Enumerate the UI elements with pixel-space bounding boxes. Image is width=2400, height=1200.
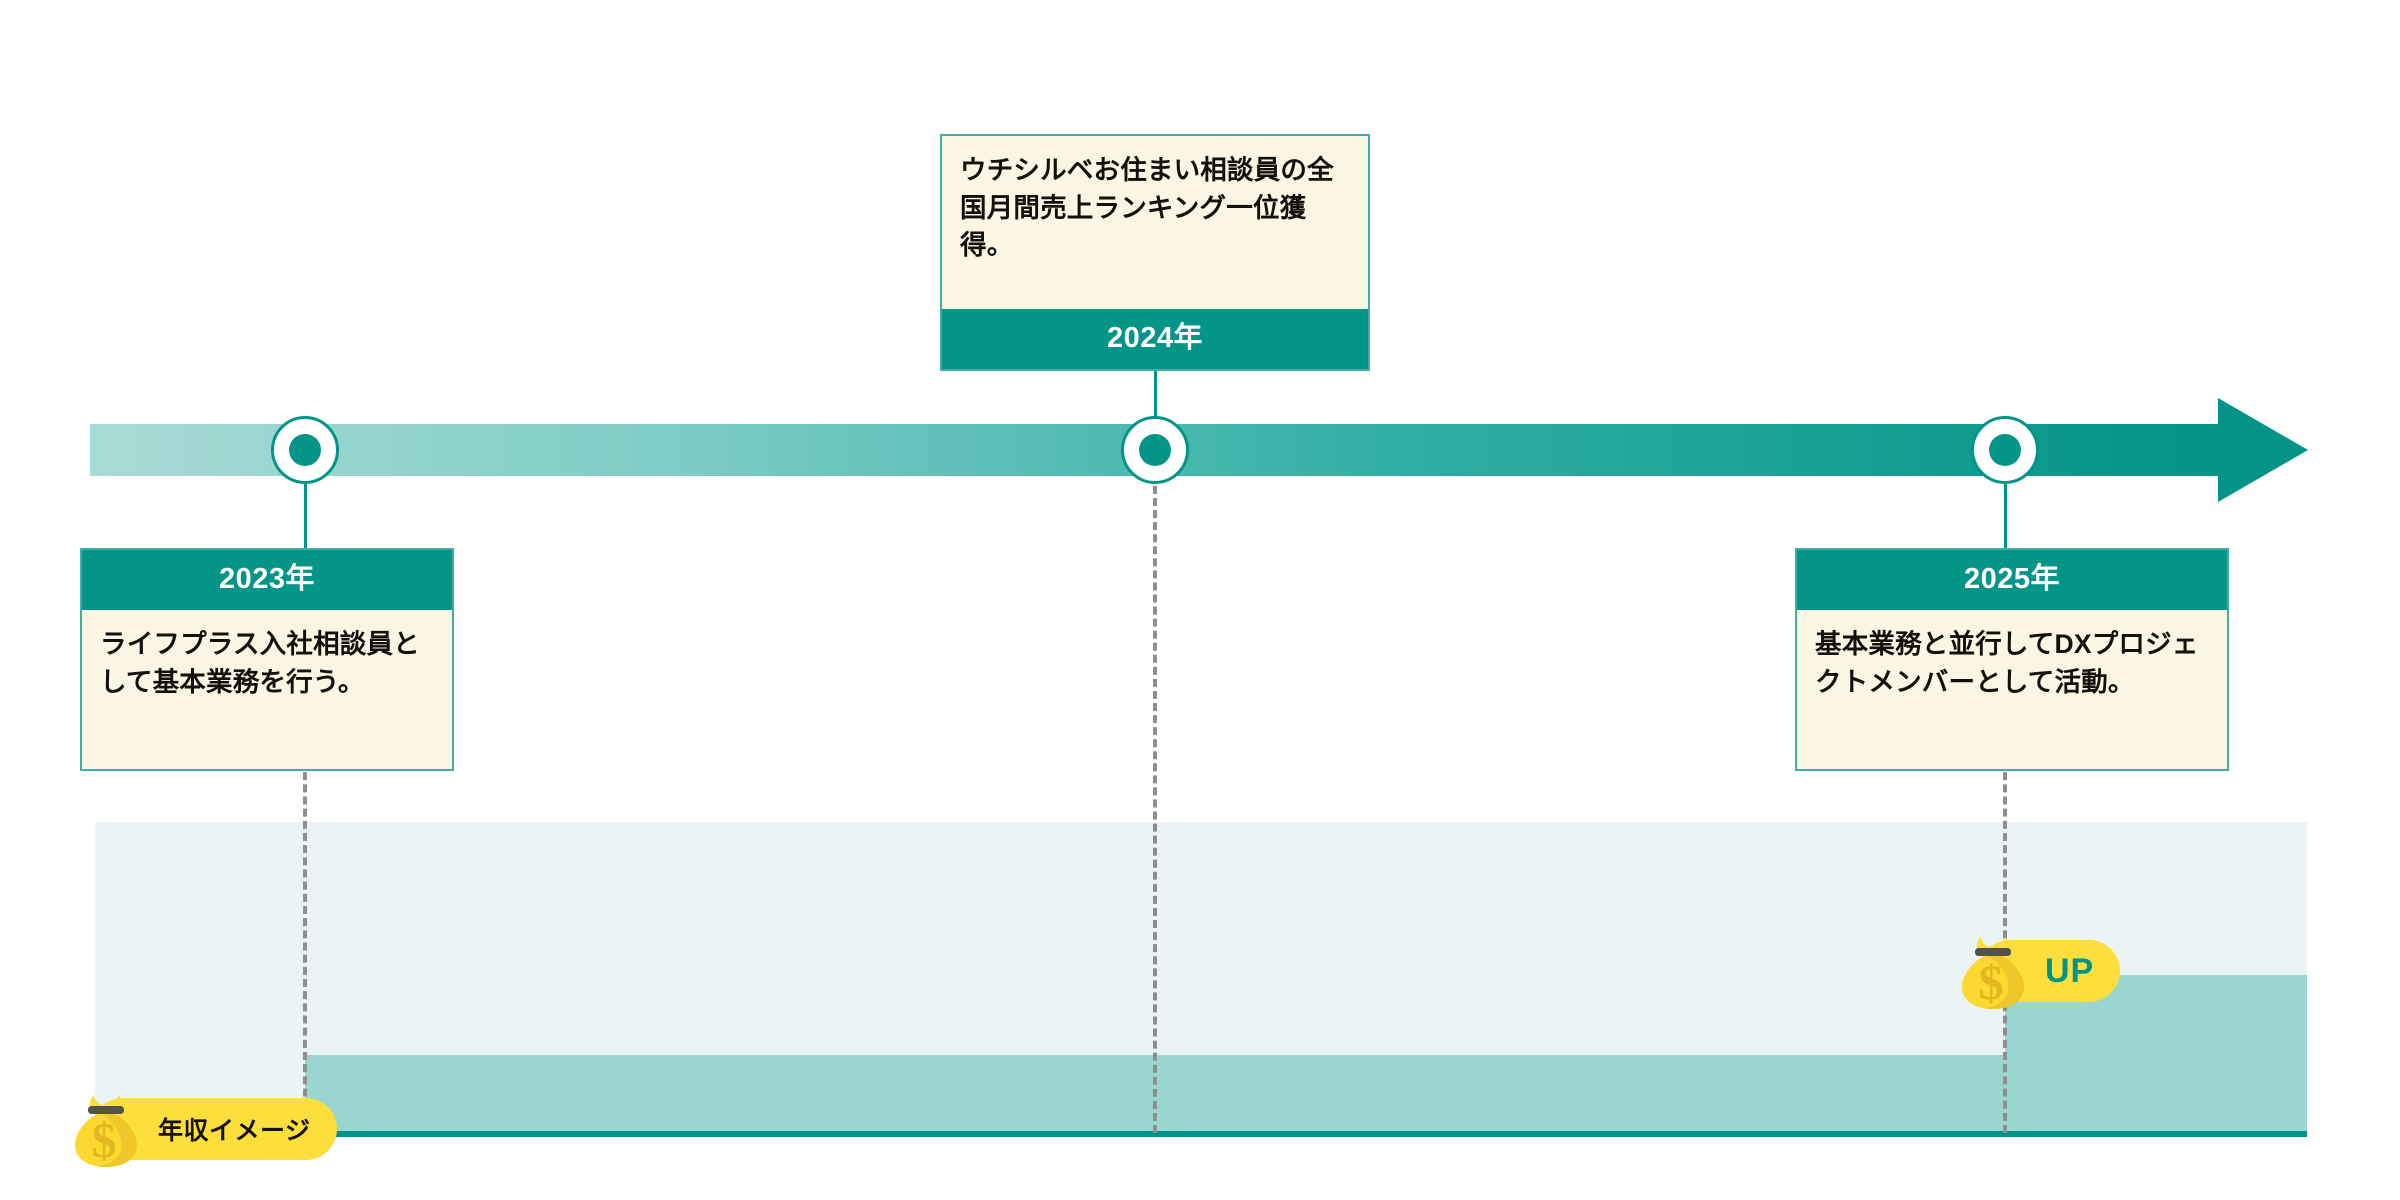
svg-text:$: $ [1979, 954, 2004, 1010]
income-up-badge: $ UP [1955, 937, 2121, 1010]
timeline-node-2025[interactable] [1971, 416, 2039, 484]
money-bag-icon: $ [1955, 931, 2031, 1011]
income-label-badge: $ 年収イメージ [68, 1095, 337, 1168]
income-up-text: UP [2045, 951, 2095, 990]
node-stem-2024 [1154, 350, 1157, 460]
dashed-connector-2024 [1153, 486, 1157, 1133]
timeline-card-2024-year: 2024年 [942, 309, 1368, 369]
money-bag-icon: $ [68, 1089, 144, 1169]
node-stem-2023 [304, 484, 307, 554]
timeline-card-2023-year: 2023年 [82, 550, 452, 610]
timeline-card-2023-text: ライフプラス入社相談員として基本業務を行う。 [82, 610, 452, 769]
timeline-node-2023[interactable] [271, 416, 339, 484]
income-label-text: 年収イメージ [158, 1117, 311, 1145]
right-arrow-icon [2218, 398, 2308, 502]
timeline-card-2024-text: ウチシルベお住まい相談員の全国月間売上ランキング一位獲得。 [942, 136, 1368, 309]
timeline-node-2024[interactable] [1121, 416, 1189, 484]
timeline-card-2025[interactable]: 2025年 基本業務と並行してDXプロジェクトメンバーとして活動。 [1795, 548, 2229, 771]
svg-text:$: $ [92, 1112, 117, 1168]
timeline-card-2024[interactable]: ウチシルベお住まい相談員の全国月間売上ランキング一位獲得。 2024年 [940, 134, 1370, 371]
node-stem-2025 [2004, 484, 2007, 554]
income-baseline [95, 1131, 2307, 1137]
node-dot-icon [1989, 434, 2021, 466]
node-dot-icon [1139, 434, 1171, 466]
timeline-card-2023[interactable]: 2023年 ライフプラス入社相談員として基本業務を行う。 [80, 548, 454, 771]
node-dot-icon [289, 434, 321, 466]
timeline-card-2025-year: 2025年 [1797, 550, 2227, 610]
income-label-pill: 年収イメージ [92, 1098, 337, 1160]
dashed-connector-2023 [303, 760, 307, 1133]
timeline-card-2025-text: 基本業務と並行してDXプロジェクトメンバーとして活動。 [1797, 610, 2227, 769]
